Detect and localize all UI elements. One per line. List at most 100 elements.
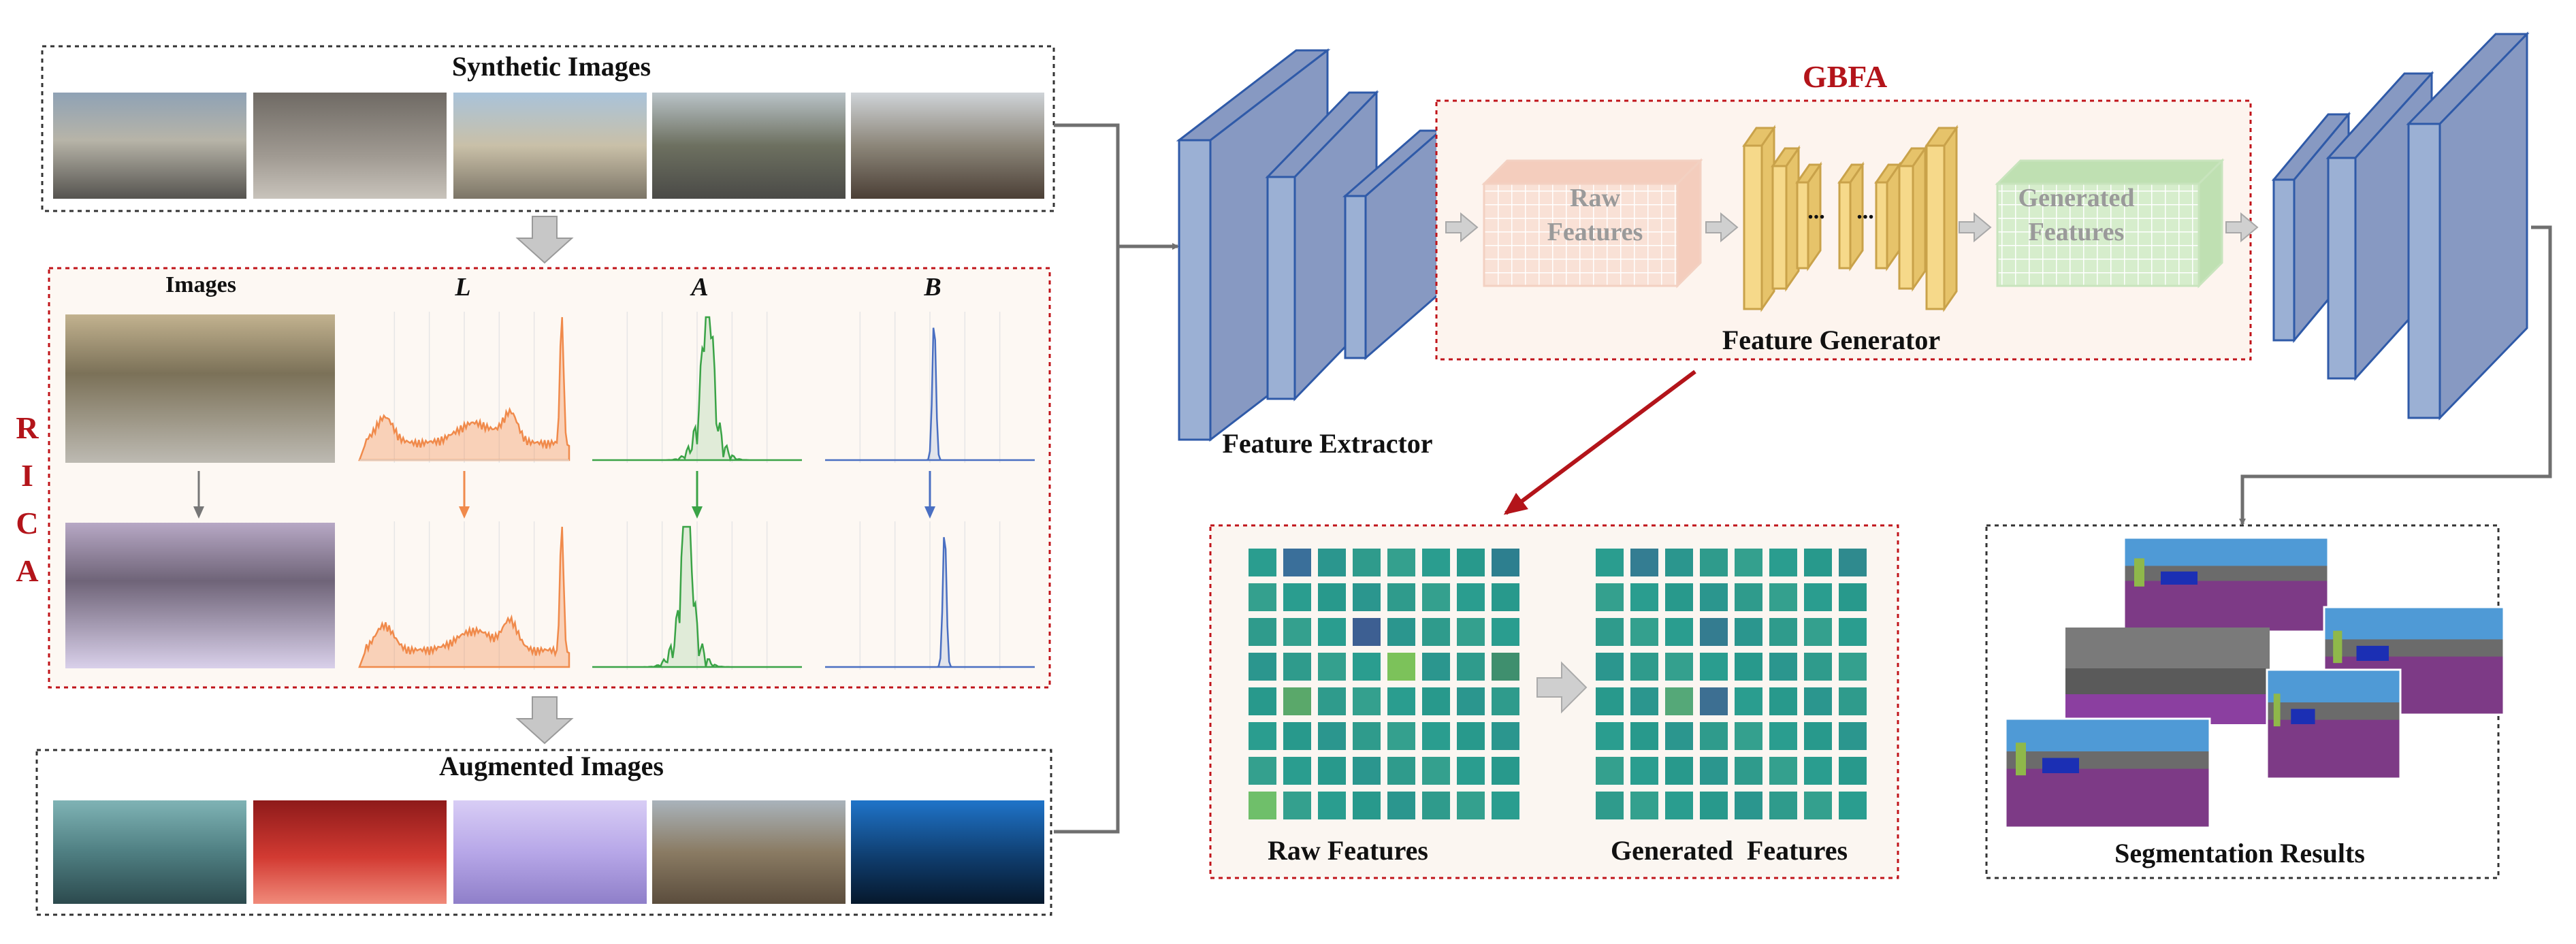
rica-col-images: Images — [165, 272, 236, 297]
feature-cell — [1596, 792, 1624, 819]
seg-result-3-top — [2065, 628, 2270, 668]
feature-cell — [1665, 583, 1693, 611]
feature-cell — [1839, 618, 1867, 646]
feature-cell — [1735, 618, 1762, 646]
augmented-image-5 — [851, 800, 1044, 904]
feature-cell — [1318, 549, 1346, 576]
feature-cell — [1318, 583, 1346, 611]
generator-slab-5-front — [1875, 181, 1888, 270]
gbfa-out-arrow — [2225, 212, 2259, 243]
hist-l-top-bg — [393, 312, 535, 463]
seg-result-5-building — [2006, 751, 2210, 769]
feature-cell — [1249, 549, 1276, 576]
feature-cell — [1249, 583, 1276, 611]
feature-cell — [1422, 722, 1450, 750]
feature-cell — [1457, 549, 1485, 576]
seg-result-4-border — [2266, 668, 2402, 780]
feature-cell — [1457, 722, 1485, 750]
seg-result-5 — [2004, 717, 2211, 829]
feature-cell — [1387, 549, 1415, 576]
generator-slab-1-front — [1743, 144, 1763, 310]
feature-cell — [1804, 687, 1832, 715]
generator-slab-5-side — [1886, 161, 1901, 272]
feature-cell — [1457, 618, 1485, 646]
feature-cell — [1318, 792, 1346, 819]
rica-arrow-b-head — [924, 506, 935, 519]
feature-cell — [1630, 687, 1658, 715]
seg-result-5-sky — [2006, 719, 2210, 757]
feature-cell — [1804, 549, 1832, 576]
feature-cell — [1353, 792, 1381, 819]
seg-result-2-building — [2324, 639, 2504, 657]
generator-slab-7 — [1925, 125, 1959, 312]
synthetic-image-3 — [453, 93, 647, 199]
feature-cell — [1387, 757, 1415, 785]
feature-cell — [1804, 653, 1832, 681]
raw-feature-grid — [1249, 549, 1519, 819]
feature-cell — [1492, 722, 1519, 750]
feature-cell — [1353, 653, 1381, 681]
seg-result-5-vegetation — [2016, 743, 2026, 776]
generator-slab-1 — [1742, 125, 1776, 312]
feature-cell — [1387, 722, 1415, 750]
feature-cell — [1596, 722, 1624, 750]
feature-cell — [1457, 653, 1485, 681]
feature-cell — [1492, 757, 1519, 785]
feature-cell — [1630, 618, 1658, 646]
generated-features-cube-front — [1996, 182, 2200, 287]
seg-result-1-sky — [2124, 538, 2328, 571]
feature-cell — [1665, 653, 1693, 681]
feature-cell — [1700, 653, 1728, 681]
feature-cell — [1596, 653, 1624, 681]
augmented-image-3 — [453, 800, 647, 904]
segmentation-title: Segmentation Results — [2114, 838, 2365, 868]
feature-cell — [1769, 792, 1797, 819]
feature-cell — [1283, 549, 1311, 576]
augmented-image-1 — [53, 800, 246, 904]
feature-cell — [1353, 722, 1381, 750]
rica-arrow-image-head — [193, 506, 204, 519]
feature-cell — [1283, 722, 1311, 750]
feature-cell — [1839, 792, 1867, 819]
feature-cell — [1665, 549, 1693, 576]
synthetic-images-title: Synthetic Images — [451, 51, 651, 82]
feature-cell — [1769, 549, 1797, 576]
feature-cell — [1422, 757, 1450, 785]
feature-cell — [1839, 722, 1867, 750]
dots-1: ... — [1807, 199, 1825, 224]
feature-cell — [1700, 792, 1728, 819]
compare-arrow — [1536, 661, 1588, 714]
dots-2: ... — [1856, 199, 1874, 224]
feature-cell — [1630, 757, 1658, 785]
generated-features-cube — [1995, 158, 2225, 289]
feature-cell — [1596, 757, 1624, 785]
feature-cell — [1769, 722, 1797, 750]
feature-cell — [1769, 653, 1797, 681]
feature-cell — [1735, 722, 1762, 750]
seg-result-1-car — [2161, 571, 2197, 585]
hist-l-bottom — [358, 526, 570, 668]
gbfa-arrow-2 — [1705, 212, 1739, 243]
augmented-images-title: Augmented Images — [439, 751, 664, 781]
feature-cell — [1318, 618, 1346, 646]
feature-cell — [1839, 687, 1867, 715]
rica-arrow-l-head — [459, 506, 470, 519]
extractor-block-3-front — [1344, 195, 1367, 359]
feature-cell — [1387, 792, 1415, 819]
feature-cell — [1249, 722, 1276, 750]
rica-col-a: A — [691, 273, 709, 302]
feature-cell — [1665, 618, 1693, 646]
rica-col-b: B — [924, 273, 941, 302]
feature-cell — [1804, 583, 1832, 611]
seg-result-1-vegetation — [2134, 558, 2144, 587]
feature-cell — [1700, 722, 1728, 750]
generator-slab-2 — [1771, 145, 1801, 292]
feature-cell — [1769, 583, 1797, 611]
feature-cell — [1353, 618, 1381, 646]
seg-result-2 — [2323, 606, 2505, 716]
seg-result-2-border — [2323, 606, 2505, 716]
generator-slab-3 — [1795, 161, 1822, 272]
feature-cell — [1735, 583, 1762, 611]
feature-cell — [1700, 583, 1728, 611]
